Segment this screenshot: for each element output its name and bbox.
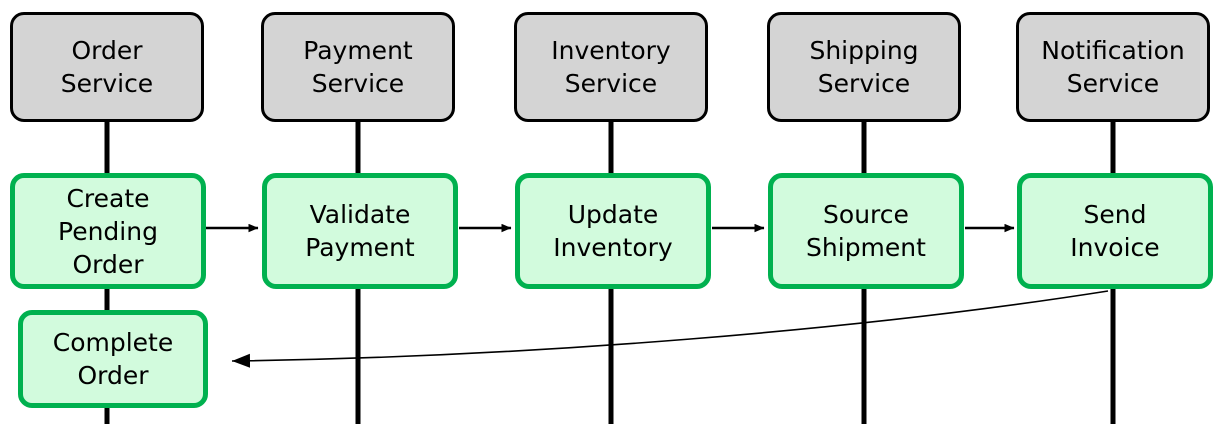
service-label-payment-service: Payment Service (303, 36, 413, 98)
return-arrow-send-invoice-to-complete-order (231, 290, 1109, 368)
activity-label-send-invoice: Send Invoice (1070, 200, 1160, 262)
service-label-shipping-service: Shipping Service (809, 36, 919, 98)
service-label-notification-service: Notification Service (1041, 36, 1185, 98)
activity-label-source-shipment: Source Shipment (806, 200, 926, 262)
activity-box-complete-order[interactable]: Complete Order (18, 310, 208, 408)
activity-box-create-pending-order[interactable]: Create Pending Order (10, 173, 206, 289)
service-label-order-service: Order Service (60, 36, 154, 98)
activity-label-complete-order: Complete Order (52, 328, 174, 390)
service-box-inventory-service[interactable]: Inventory Service (514, 12, 708, 122)
lifelines (104, 119, 1116, 424)
activity-box-validate-payment[interactable]: Validate Payment (262, 173, 458, 289)
activity-box-update-inventory[interactable]: Update Inventory (515, 173, 711, 289)
activity-label-create-pending-order: Create Pending Order (58, 183, 158, 279)
service-box-order-service[interactable]: Order Service (10, 12, 204, 122)
service-box-payment-service[interactable]: Payment Service (261, 12, 455, 122)
activity-box-source-shipment[interactable]: Source Shipment (768, 173, 964, 289)
activity-label-update-inventory: Update Inventory (553, 200, 673, 262)
activity-label-validate-payment: Validate Payment (305, 200, 415, 262)
activity-box-send-invoice[interactable]: Send Invoice (1017, 173, 1213, 289)
service-box-notification-service[interactable]: Notification Service (1016, 12, 1210, 122)
service-box-shipping-service[interactable]: Shipping Service (767, 12, 961, 122)
service-label-inventory-service: Inventory Service (551, 36, 671, 98)
